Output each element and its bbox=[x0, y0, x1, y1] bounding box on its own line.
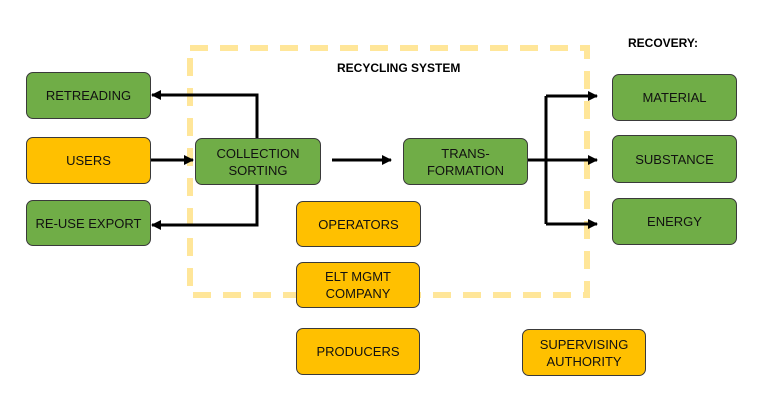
arrow-collection-to-reuse-export bbox=[151, 185, 259, 230]
recycling-system-heading: RECYCLING SYSTEM bbox=[337, 61, 461, 75]
energy-box: ENERGY bbox=[612, 198, 737, 245]
users-box: USERS bbox=[26, 137, 151, 184]
collection-sorting-box: COLLECTION SORTING bbox=[195, 138, 321, 185]
recovery-heading: RECOVERY: bbox=[628, 36, 699, 50]
reuse-export-box: RE-USE EXPORT bbox=[26, 200, 151, 246]
transformation-box: TRANS- FORMATION bbox=[403, 138, 528, 185]
operators-box: OPERATORS bbox=[296, 201, 421, 247]
substance-box: SUBSTANCE bbox=[612, 135, 737, 183]
producers-box: PRODUCERS bbox=[296, 328, 420, 375]
material-box: MATERIAL bbox=[612, 74, 737, 121]
supervising-authority-box: SUPERVISING AUTHORITY bbox=[522, 329, 646, 376]
retreading-box: RETREADING bbox=[26, 72, 151, 119]
elt-mgmt-company-box: ELT MGMT COMPANY bbox=[296, 262, 420, 308]
arrow-collection-to-retreading bbox=[151, 90, 259, 138]
